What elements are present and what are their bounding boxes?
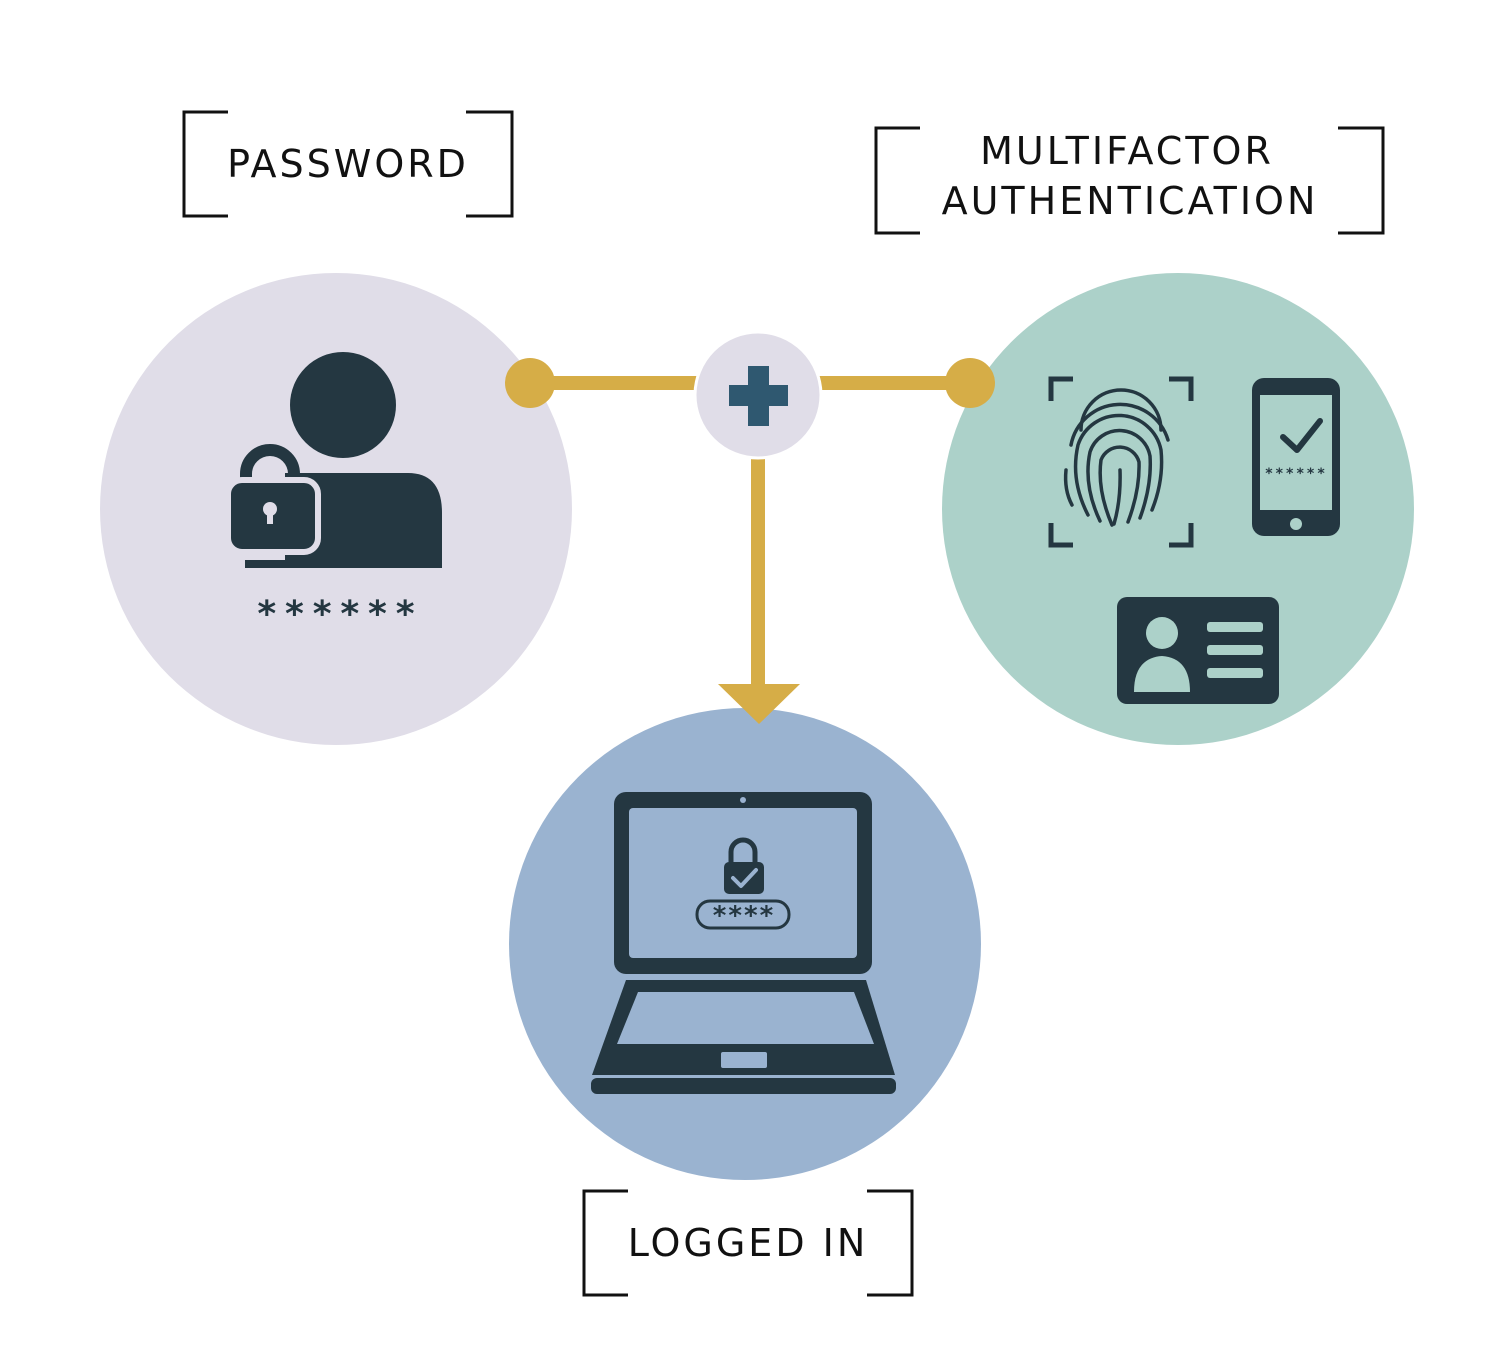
connector-dot-left [505,358,555,408]
password-label: PASSWORD [227,142,469,186]
mfa-label-line1: MULTIFACTOR [980,129,1274,173]
padlock-check-icon [724,837,764,894]
pin-field: **** [695,899,791,931]
laptop-icon [591,792,896,1094]
mfa-label-frame [874,126,1385,235]
smartphone-icon: ****** [1252,378,1340,536]
id-card-icon [1117,597,1279,704]
password-mask: ****** [256,594,422,635]
connector-dot-right [945,358,995,408]
laptop-pin: **** [712,901,775,931]
phone-code: ****** [1265,466,1328,482]
padlock-icon [225,444,321,555]
fingerprint-scan-icon [1048,376,1194,548]
arrow-head [718,684,800,724]
plus-icon [693,330,823,460]
password-label-frame [182,110,514,218]
logged-in-label-frame [582,1189,914,1297]
check-icon [1280,418,1323,453]
logged-in-label: LOGGED IN [628,1221,869,1265]
mfa-label-line2: AUTHENTICATION [942,179,1319,223]
